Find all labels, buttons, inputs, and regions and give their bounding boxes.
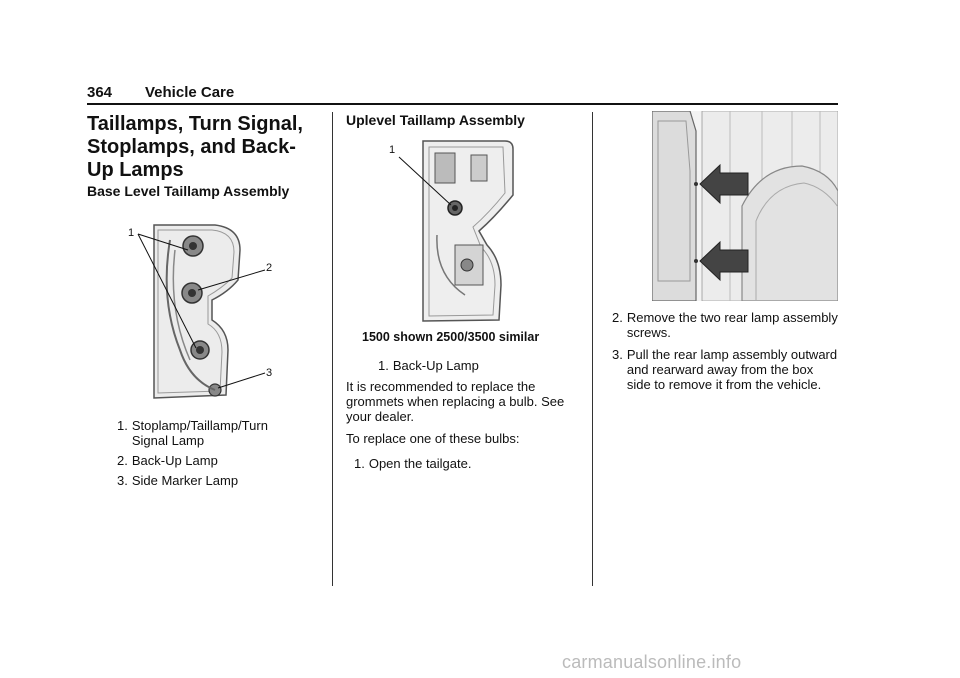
section-title: Vehicle Care <box>145 84 235 101</box>
list-item: 3. Pull the rear lamp assembly outward a… <box>612 347 838 392</box>
callout-1: 1 <box>128 227 134 239</box>
box-side-illustration <box>652 111 838 301</box>
column-divider-right <box>592 112 593 586</box>
callout-3: 3 <box>266 367 272 379</box>
column-divider-left <box>332 112 333 586</box>
page-header: 364 Vehicle Care <box>87 84 838 104</box>
uplevel-legend: 1. Back-Up Lamp <box>378 358 578 378</box>
steps-list-right: 2. Remove the two rear lamp assembly scr… <box>612 310 838 397</box>
list-item: 2. Back-Up Lamp <box>117 453 218 468</box>
steps-list-middle: 1. Open the tailgate. <box>354 456 574 476</box>
page-title: Taillamps, Turn Signal, Stoplamps, and B… <box>87 113 303 181</box>
list-item: 1. Back-Up Lamp <box>378 358 479 373</box>
grommet-note: It is recommended to replace the grommet… <box>346 379 565 424</box>
base-level-heading: Base Level Taillamp Assembly <box>87 183 290 199</box>
uplevel-heading: Uplevel Taillamp Assembly <box>346 112 525 128</box>
base-taillamp-illustration: 1 2 3 <box>128 224 272 399</box>
list-item: 3. Side Marker Lamp <box>117 473 239 488</box>
figure-caption: 1500 shown 2500/3500 similar <box>362 330 540 344</box>
base-level-legend: 1. Stoplamp/Taillamp/Turn Signal Lamp 2.… <box>117 418 307 493</box>
watermark: carmanualsonline.info <box>562 652 742 672</box>
list-item: 2. Remove the two rear lamp assembly scr… <box>612 310 838 340</box>
replace-intro: To replace one of these bulbs: <box>346 431 520 446</box>
list-item: 1. Open the tailgate. <box>354 456 472 471</box>
callout-2: 2 <box>266 262 272 274</box>
uplevel-callout-1: 1 <box>389 144 395 156</box>
page-number: 364 <box>87 84 113 101</box>
list-item: 1. Stoplamp/Taillamp/Turn Signal Lamp <box>117 418 268 448</box>
header-rule <box>87 103 838 105</box>
uplevel-taillamp-illustration: 1 <box>389 140 514 322</box>
